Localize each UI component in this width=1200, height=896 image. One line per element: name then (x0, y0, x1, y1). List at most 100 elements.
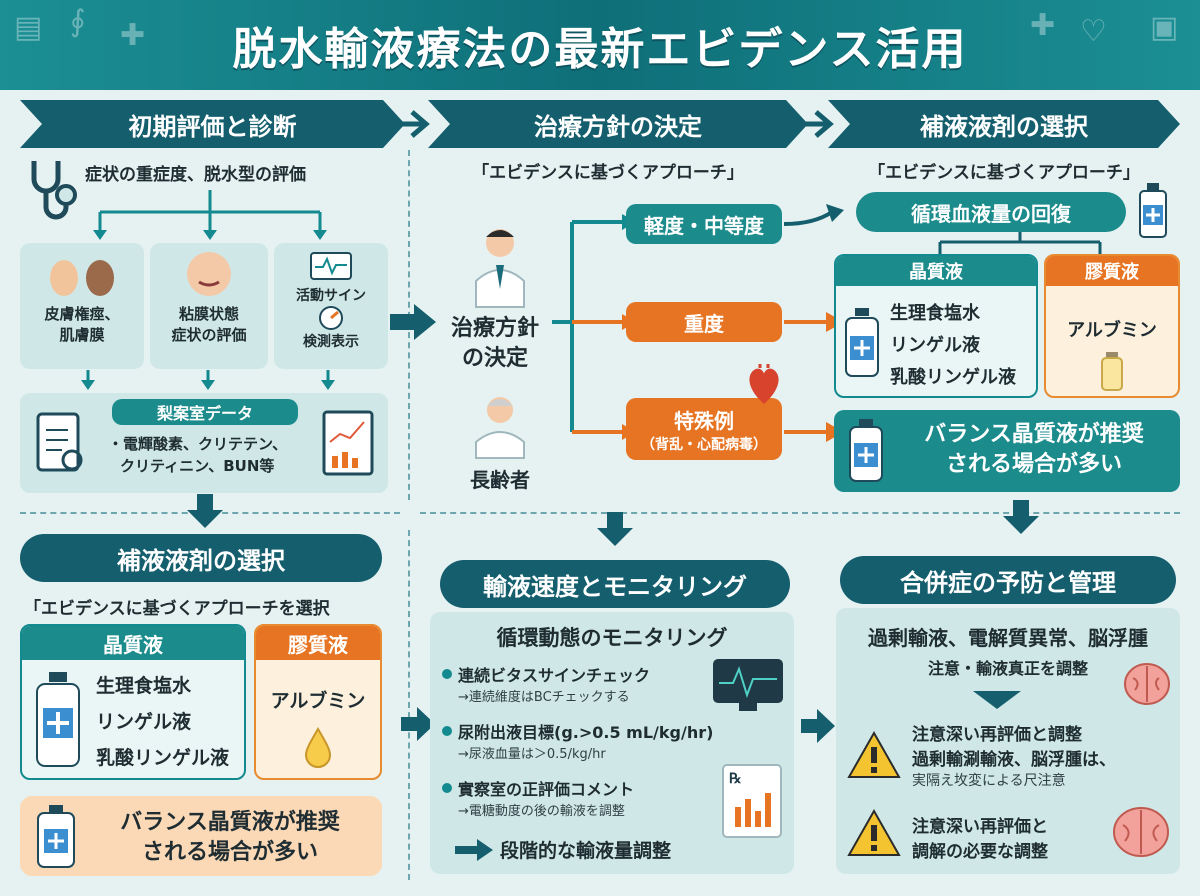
crystalloid-item: 生理食塩水 (96, 675, 192, 697)
lab-data-title: 梨案室データ (112, 399, 298, 425)
drop-icon (256, 727, 380, 768)
colloid-box-bottom: 膠質液 アルブミン (254, 624, 382, 780)
stethoscope-deco-icon: ∮ (70, 4, 86, 39)
warning-text-2: 注意深い再評価と 調解の必要な調整 (912, 812, 1112, 862)
circulation-recovery: 循環血液量の回復 (856, 192, 1126, 232)
cross-deco-icon-2: ✚ (1030, 8, 1056, 43)
monitoring-footer: 段階的な輸液量調整 (500, 840, 672, 862)
crystalloid-item: 乳酸リンゲル液 (890, 367, 1016, 388)
col2-subtitle: 「エビデンスに基づくアプローチ」 (472, 163, 744, 183)
crystalloid-item: 生理食塩水 (890, 303, 980, 324)
banner-fluid-selection-2: 補液液剤の選択 (20, 534, 382, 582)
banner-infusion-monitoring: 輸液速度とモニタリング (440, 560, 790, 608)
crystalloid-item: 乳酸リンゲル液 (96, 747, 230, 769)
vitals-box: 活動サイン 検測表示 (274, 243, 388, 369)
skin-eval-line1: 皮膚権痙、 (44, 305, 120, 323)
monitoring-item-2-head: 尿附出液目標(g.>0.5 mL/kg/hr) (458, 723, 714, 742)
vitals-line2: 検測表示 (303, 334, 359, 350)
arrow-right-icon-4 (800, 708, 836, 744)
complication-note: 注意・輸液真正を調整 (927, 659, 1088, 678)
colloid-item-bottom: アルブミン (270, 690, 366, 712)
balance-text-top: バランス晶質液が推奨 される場合が多い (894, 420, 1174, 480)
down-arrows (81, 370, 335, 390)
rx-icon: ℞ (720, 762, 784, 840)
balance-box-top: バランス晶質液が推奨 される場合が多い (834, 410, 1180, 492)
bullet-dot (442, 783, 452, 793)
crystalloid-box-top: 晶質液 生理食塩水 リンゲル液 乳酸リンゲル液 (834, 254, 1038, 398)
col3-subtitle: 「エビデンスに基づくアプローチ」 (868, 163, 1140, 183)
monitoring-item-1: 連続ビタスサインチェック →連続維度はBCチェックする (442, 662, 722, 705)
arrow-right-footer-icon (454, 838, 494, 862)
cross-deco-icon: ✚ (120, 18, 146, 53)
complication-box: 過剰輸液、電解質異常、脳浮腫 注意・輸液真正を調整 注意深い再評価と調整 過剰輸… (836, 608, 1180, 874)
lab-data-line1: ・電輝酸素、クリテテン、 (108, 435, 288, 453)
crystalloid-list-top: 生理食塩水 リンゲル液 乳酸リンゲル液 (890, 298, 1016, 394)
balance-bottle-icon-bottom (34, 804, 78, 870)
page-title: 脱水輸液療法の最新エビデンス活用 (232, 24, 968, 75)
elder-icon (470, 388, 530, 459)
monitoring-list: 連続ビタスサインチェック →連続維度はBCチェックする 尿附出液目標(g.>0.… (442, 662, 722, 819)
svg-text:℞: ℞ (729, 770, 742, 786)
brain-icon-2 (1110, 804, 1172, 860)
monitoring-item-3-sub: →電糖動度の後の輸液を調整 (458, 804, 625, 819)
skin-eval-box: 皮膚権痙、 肌膚膜 (20, 243, 144, 369)
monitoring-item-1-sub: →連続維度はBCチェックする (458, 690, 630, 705)
crystalloid-box-bottom: 晶質液 生理食塩水 リンゲル液 乳酸リンゲル液 (20, 624, 246, 780)
branch-lines (552, 214, 636, 440)
branch-mild-moderate: 軽度・中等度 (626, 204, 782, 244)
warning-icon-2 (846, 808, 902, 858)
divider-h2 (420, 512, 1180, 514)
balance-line1-top: バランス晶質液が推奨 (924, 422, 1144, 447)
clipboard-deco-icon: ▤ (14, 10, 43, 45)
branch-severe: 重度 (626, 302, 782, 342)
warn2-line1: 注意深い再評価と (912, 817, 1048, 837)
complication-title: 過剰輸液、電解質異常、脳浮腫 (868, 626, 1148, 650)
monitor-icon (274, 247, 388, 285)
warning-text-1: 注意深い再評価と調整 過剰輸涮輸液、脳浮腫は、 実隔え坆変による尺注意 (912, 720, 1172, 790)
monitoring-item-3-head: 實察室の正評価コメント (458, 780, 635, 799)
crystalloid-item: リンゲル液 (890, 335, 980, 356)
crystalloid-title-bottom: 晶質液 (22, 626, 244, 660)
crystalloid-list-bottom: 生理食塩水 リンゲル液 乳酸リンゲル液 (96, 668, 229, 776)
down-triangle-icon (972, 690, 1022, 710)
banner-fluid-selection: 補液液剤の選択 (828, 100, 1180, 148)
lab-data-line2: クリティニン、BUN等 (120, 457, 275, 475)
colloid-title-top: 膠質液 (1046, 256, 1178, 286)
balance-text-bottom: バランス晶質液が推奨 される場合が多い (90, 808, 370, 868)
mucosa-eval-line1: 粘膜状態 (178, 305, 239, 323)
lab-data-box: 梨案室データ ・電輝酸素、クリテテン、 クリティニン、BUN等 (20, 393, 388, 493)
policy-label-line1: 治療方針 (450, 316, 539, 341)
crystalloid-bottle-icon-bottom (34, 670, 82, 770)
heart-deco-icon: ♡ (1080, 14, 1107, 49)
divider-v2 (408, 530, 410, 880)
arrow-right-icon (392, 108, 436, 140)
arrow-right-icon-2 (796, 108, 840, 140)
clipboard-icon (30, 405, 90, 481)
kit-deco-icon: ▣ (1150, 10, 1179, 45)
skin-eval-line2: 肌膚膜 (59, 326, 105, 344)
stethoscope-icon (22, 155, 82, 235)
mucosa-eval-box: 粘膜状態 症状の評価 (150, 243, 268, 369)
down-arrow-icon-3 (996, 500, 1046, 534)
doctor-icon (470, 218, 530, 308)
down-arrow-icon-2 (590, 512, 640, 546)
brain-icon (1122, 658, 1172, 708)
balance-bottle-icon-top (846, 418, 886, 484)
banner-initial-eval: 初期評価と診断 (20, 100, 405, 148)
branch-connector (93, 190, 327, 240)
monitoring-title: 循環動態のモニタリング (496, 626, 728, 650)
col1-subtitle: 症状の重症度、脱水型の評価 (85, 165, 306, 185)
crystalloid-item: リンゲル液 (96, 711, 192, 733)
branch-special: 特殊例 （背乱・心配病毒） (626, 398, 782, 460)
banner-complication-management: 合併症の予防と管理 (840, 556, 1176, 604)
balance-box-bottom: バランス晶質液が推奨 される場合が多い (20, 796, 382, 876)
colloid-box-top: 膠質液 アルブミン (1044, 254, 1180, 398)
recovery-connector (938, 232, 1102, 254)
crystalloid-title-top: 晶質液 (836, 256, 1036, 286)
face-icon (150, 243, 268, 303)
balance-line1-bottom: バランス晶質液が推奨 (120, 810, 340, 835)
monitoring-item-3: 實察室の正評価コメント →電糖動度の後の輸液を調整 (442, 776, 722, 819)
warning-icon (846, 730, 902, 780)
warn2-line2: 調解の必要な調整 (912, 842, 1048, 862)
vitals-line1: 活動サイン (296, 288, 366, 304)
